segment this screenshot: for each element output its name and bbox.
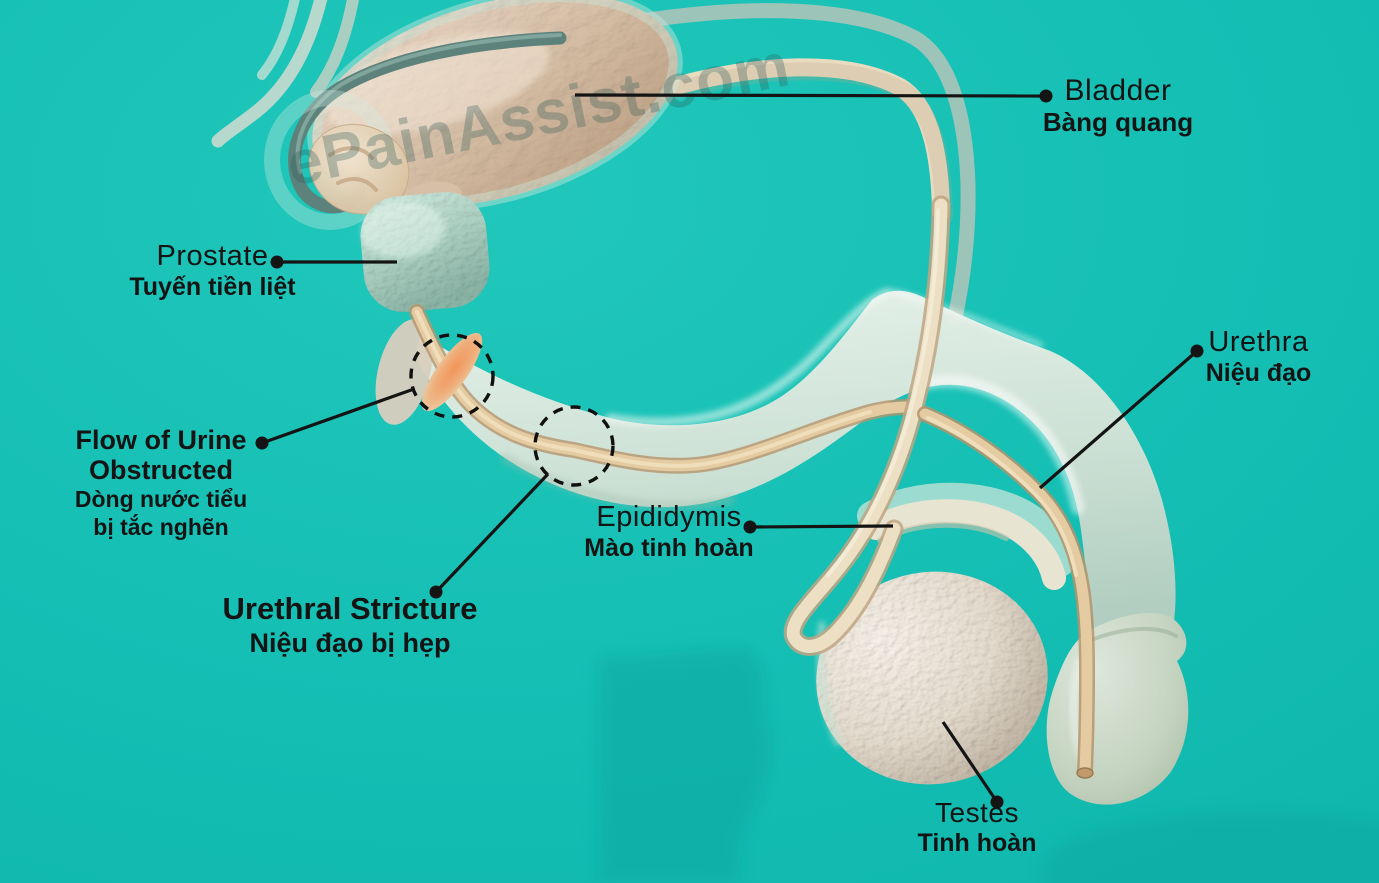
epididymis-leader-dot [743, 520, 757, 534]
epididymis-label-vi: Mào tinh hoàn [584, 533, 754, 562]
seminal-vesicle-shape [308, 123, 410, 215]
prostate-shape [360, 192, 490, 312]
label-urethra: Urethra Niệu đạo [1186, 326, 1331, 387]
epididymis-leader-line [749, 524, 894, 529]
obstruction-dashed-circle [409, 333, 495, 419]
penis-shaft-shape [415, 290, 1176, 648]
label-epididymis: Epididymis Mào tinh hoàn [560, 501, 778, 562]
testis-shape [816, 571, 1048, 785]
stricture-label-en: Urethral Stricture [222, 591, 478, 626]
vas-deferens-arch-cream-shade [649, 62, 953, 225]
vas-deferens-arch-cream [646, 58, 950, 221]
stricture-dashed-circle [533, 405, 615, 487]
label-testes: Testes Tinh hoàn [892, 797, 1062, 857]
flow-label-vi-line2: bị tắc nghẽn [93, 513, 229, 540]
flow-label-en-line1: Flow of Urine [75, 425, 247, 455]
flow-leader-dot [255, 436, 269, 450]
shaft-top-highlight [605, 287, 893, 427]
shaft-bottom-shade [500, 453, 735, 511]
label-flow-obstructed: Flow of Urine Obstructed Dòng nước tiểu … [46, 425, 276, 540]
bladder-label-vi: Bàng quang [1042, 107, 1194, 137]
urethra-leader-line [1038, 349, 1199, 490]
testes-leader-line [941, 721, 999, 803]
label-bladder: Bladder Bàng quang [1028, 74, 1208, 137]
label-prostate: Prostate Tuyến tiền liệt [105, 240, 320, 301]
leader-lines [261, 93, 1199, 803]
vas-deferens-descending-tube [783, 195, 951, 656]
prostate-label-en: Prostate [156, 240, 269, 272]
ureter-tube-3 [257, 0, 300, 80]
urethra-label-en: Urethra [1208, 326, 1309, 358]
testes-leader-dot [990, 795, 1004, 809]
prostate-label-vi: Tuyến tiền liệt [129, 272, 296, 301]
stricture-leader-line [434, 472, 550, 594]
vas-deferens-arch-green [627, 3, 976, 326]
testes-label-vi: Tinh hoàn [917, 828, 1037, 857]
shaft-arch-highlight [891, 288, 1044, 349]
ureter-tube-2 [310, 0, 359, 98]
testes-label-en: Testes [935, 797, 1019, 828]
vas-deferens-loop-highlight [295, 33, 562, 174]
flow-leader-line [261, 387, 415, 445]
leader-dots [255, 89, 1204, 809]
shadow-patch-right [1040, 810, 1379, 883]
obstruction-bulge [421, 332, 483, 412]
ureter-tube-1 [211, 0, 328, 148]
prostate-leader-dot [270, 255, 284, 269]
label-urethral-stricture: Urethral Stricture Niệu đạo bị hẹp [190, 591, 510, 659]
flow-label-en-line2: Obstructed [88, 454, 234, 485]
stricture-label-vi: Niệu đạo bị hẹp [249, 628, 451, 659]
stricture-leader-dot [429, 585, 443, 599]
bladder-leader-dot [1039, 89, 1053, 103]
bladder-leader-line [574, 93, 1047, 98]
shadow-patch-bottom [598, 646, 772, 883]
bladder-label-en: Bladder [1064, 74, 1172, 107]
urethra-leader-dot [1190, 344, 1204, 358]
flow-label-vi-line1: Dòng nước tiểu [74, 486, 248, 513]
seminal-vesicle-fold-1 [328, 146, 374, 160]
urethra-tube-distal [917, 406, 1096, 779]
epididymis-label-en: Epididymis [596, 501, 742, 533]
shaft-inner-highlight [911, 374, 1085, 515]
seminal-vesicle-fold-2 [336, 176, 378, 192]
urethra-label-vi: Niệu đạo [1205, 358, 1312, 387]
